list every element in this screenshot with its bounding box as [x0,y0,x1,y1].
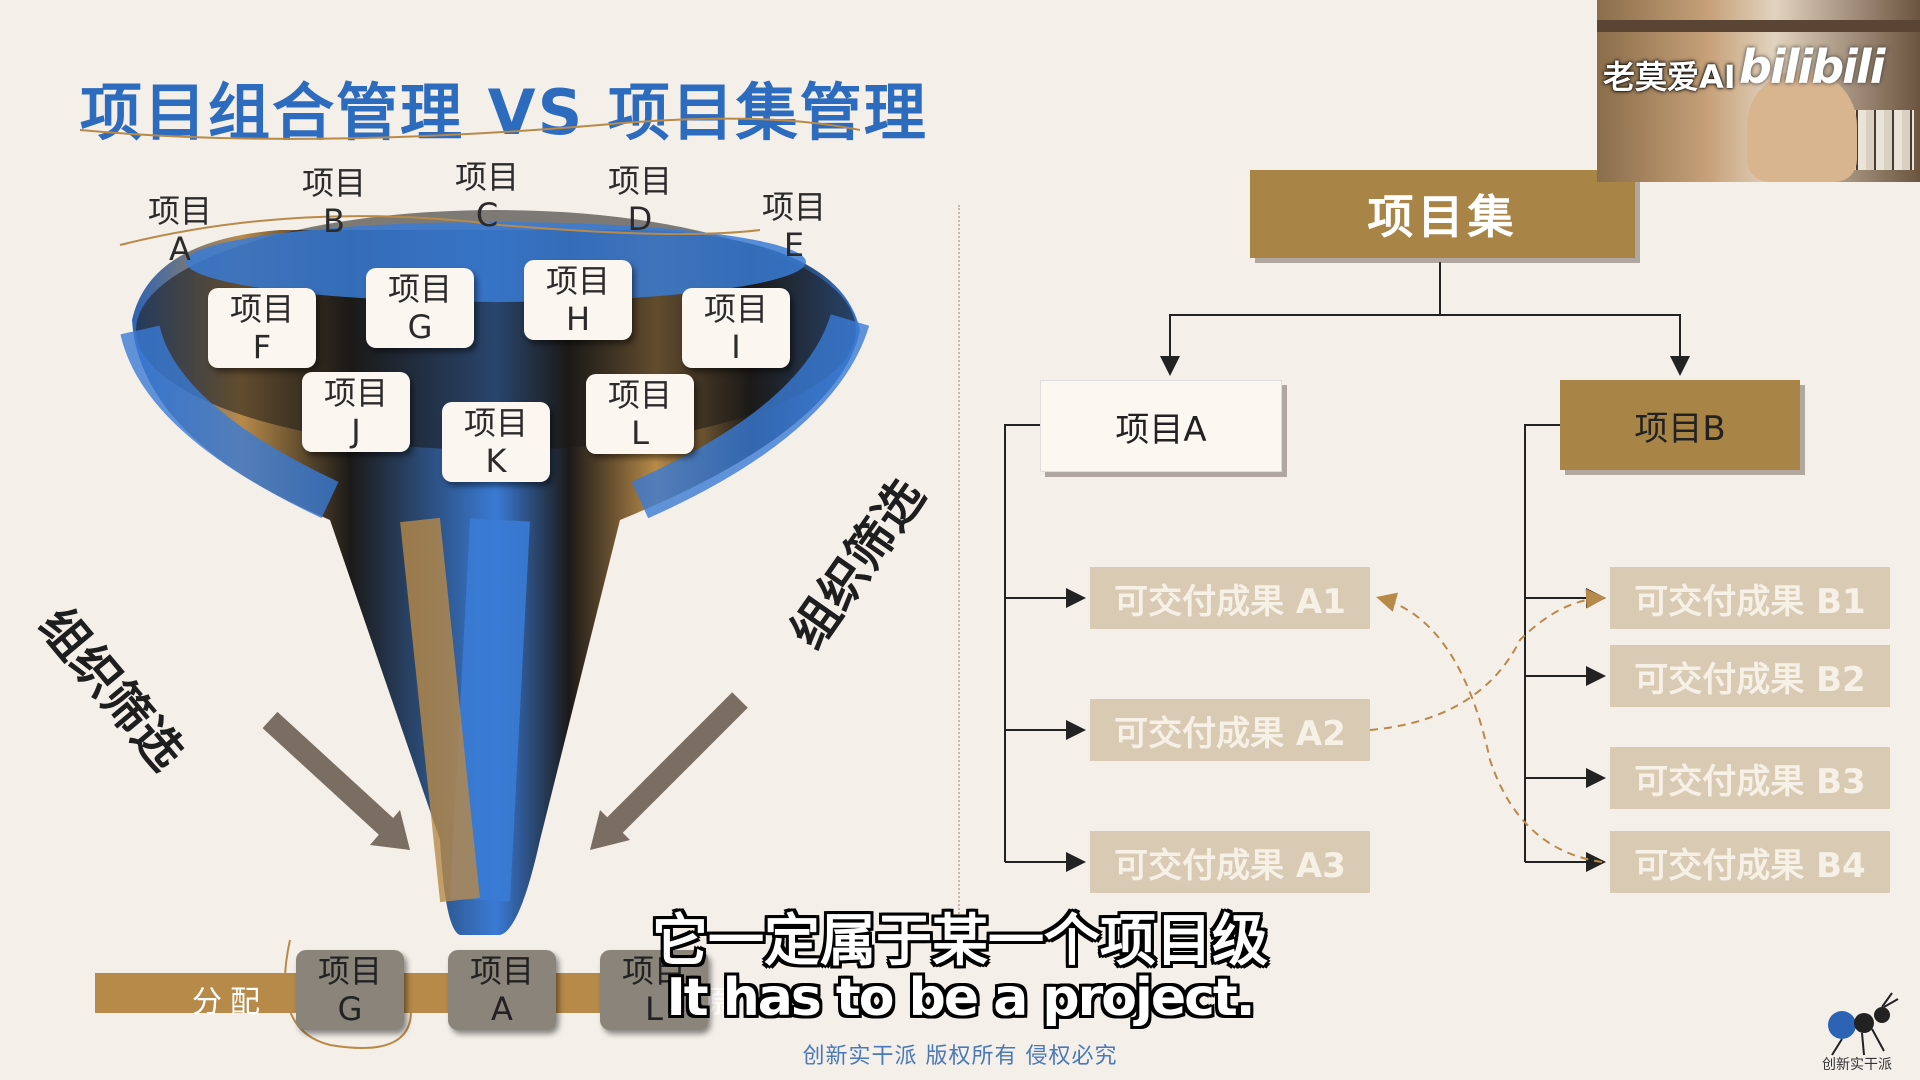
bilibili-logo: bilibili [1739,40,1885,94]
project-b-node: 项目B [1560,380,1800,470]
presenter-face [1747,70,1857,182]
deliverable-b2: 可交付成果 B2 [1610,645,1890,707]
webcam-overlay: 老莫爱AI bilibili [1597,0,1920,182]
deliverable-a3: 可交付成果 A3 [1090,831,1370,893]
deliverable-b3: 可交付成果 B3 [1610,747,1890,809]
right-filter-arrow [590,692,748,850]
uploader-name: 老莫爱AI [1603,58,1736,96]
deliverable-b4: 可交付成果 B4 [1610,831,1890,893]
section-divider [958,205,960,925]
project-a-node: 项目A [1040,380,1282,472]
subtitle-english: It has to be a project. [666,968,1255,1028]
allocation-label: 分配 [192,985,268,1020]
subtitle-chinese: 它一定属于某一个项目级 [652,909,1268,974]
deliverable-b1: 可交付成果 B1 [1610,567,1890,629]
program-node: 项目集 [1250,170,1635,258]
brand-name: 创新实干派 [1822,1057,1892,1073]
bookshelf [1597,20,1920,32]
left-filter-arrow [262,711,410,850]
slide-title: 项目组合管理 VS 项目集管理 [80,76,928,149]
deliverable-a2: 可交付成果 A2 [1090,699,1370,761]
deliverable-a1: 可交付成果 A1 [1090,567,1370,629]
copyright-footer: 创新实干派 版权所有 侵权必究 [802,1044,1118,1069]
ant-logo-icon [1828,992,1899,1056]
